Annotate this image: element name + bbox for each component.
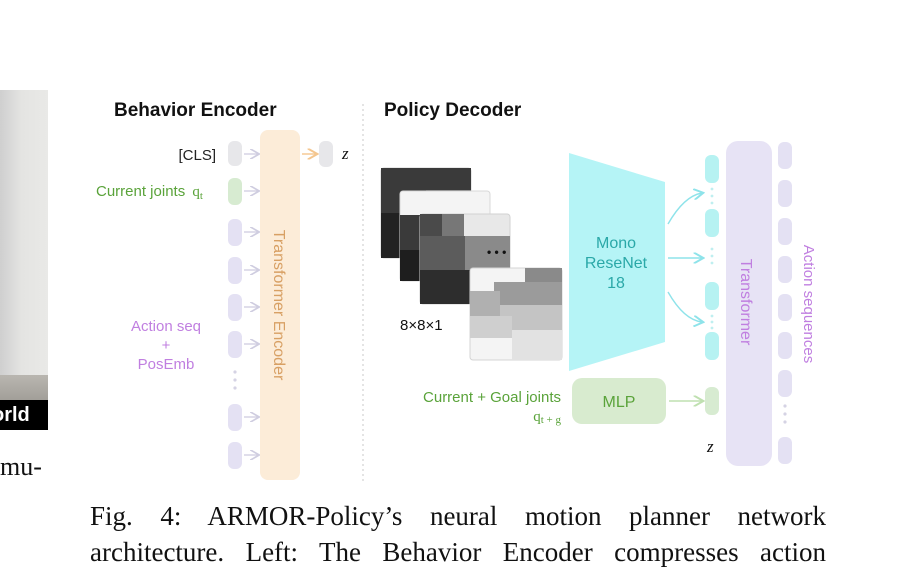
encoder-input-arrows (244, 154, 258, 455)
figure-caption: Fig. 4: ARMOR-Policy’s neural motion pla… (90, 498, 826, 570)
caption-line: Fig. 4: ARMOR-Policy’s neural motion pla… (90, 501, 826, 531)
action-token (228, 257, 242, 284)
action-seq-plus: + (162, 337, 171, 354)
action-output-token (778, 256, 792, 283)
goal-joints-symbol: qt + g (533, 409, 561, 426)
token-ellipsis (710, 187, 714, 205)
depth-image (469, 267, 563, 361)
mlp-block (572, 378, 666, 424)
token-ellipsis (710, 247, 714, 265)
action-output-token (778, 370, 792, 397)
transformer-block (726, 141, 772, 466)
cropped-caption-text: mu- (0, 452, 42, 481)
image-stack-ellipsis: • • • (487, 245, 506, 259)
caption-line: architecture. Left: The Behavior Encoder… (90, 537, 826, 567)
photo-floor (0, 375, 48, 400)
action-token (228, 331, 242, 358)
transformer-encoder-label: Transformer Encoder (270, 230, 287, 381)
action-output-token (778, 332, 792, 359)
action-token (228, 294, 242, 321)
z-symbol: z (341, 144, 349, 163)
action-token (228, 442, 242, 469)
action-output-token (778, 437, 792, 464)
behavior-encoder-title: Behavior Encoder (114, 100, 277, 121)
action-output-token (778, 142, 792, 169)
transformer-label: Transformer (737, 259, 754, 346)
token-ellipsis (233, 370, 237, 390)
action-token (228, 219, 242, 246)
transformer-encoder-block (260, 130, 300, 480)
action-output-token (778, 294, 792, 321)
image-size-label: 8×8×1 (400, 317, 443, 334)
resnet-label-line1: Mono (596, 235, 636, 252)
image-feature-token (705, 209, 719, 237)
action-output-token (778, 218, 792, 245)
image-feature-token (705, 155, 719, 183)
latent-z-symbol: z (706, 437, 714, 456)
mono-resnet-block (569, 153, 665, 371)
action-token (228, 404, 242, 431)
photo-label: orld (0, 400, 48, 430)
image-feature-token (705, 332, 719, 360)
posemb-label: PosEmb (138, 356, 195, 373)
joint-feature-token (705, 387, 719, 415)
token-ellipsis (783, 404, 787, 424)
cls-token (228, 141, 242, 166)
cls-label: [CLS] (178, 147, 216, 164)
action-output-token (778, 180, 792, 207)
z-token (319, 141, 333, 167)
action-sequences-label: Action sequences (800, 245, 817, 363)
current-joints-token (228, 178, 242, 205)
resnet-label-line2: ReseNet (585, 255, 648, 272)
current-joints-label: Current joints qt (96, 183, 203, 202)
image-feature-token (705, 282, 719, 310)
policy-decoder-title: Policy Decoder (384, 100, 522, 121)
mlp-label: MLP (603, 394, 636, 411)
token-ellipsis (710, 314, 714, 330)
robot-photo-crop (0, 90, 48, 430)
goal-joints-label: Current + Goal joints (423, 389, 561, 406)
resnet-output-arrows (667, 193, 702, 322)
resnet-label-line3: 18 (607, 275, 625, 292)
depth-image-stack (380, 167, 563, 361)
action-seq-label: Action seq (131, 318, 201, 335)
